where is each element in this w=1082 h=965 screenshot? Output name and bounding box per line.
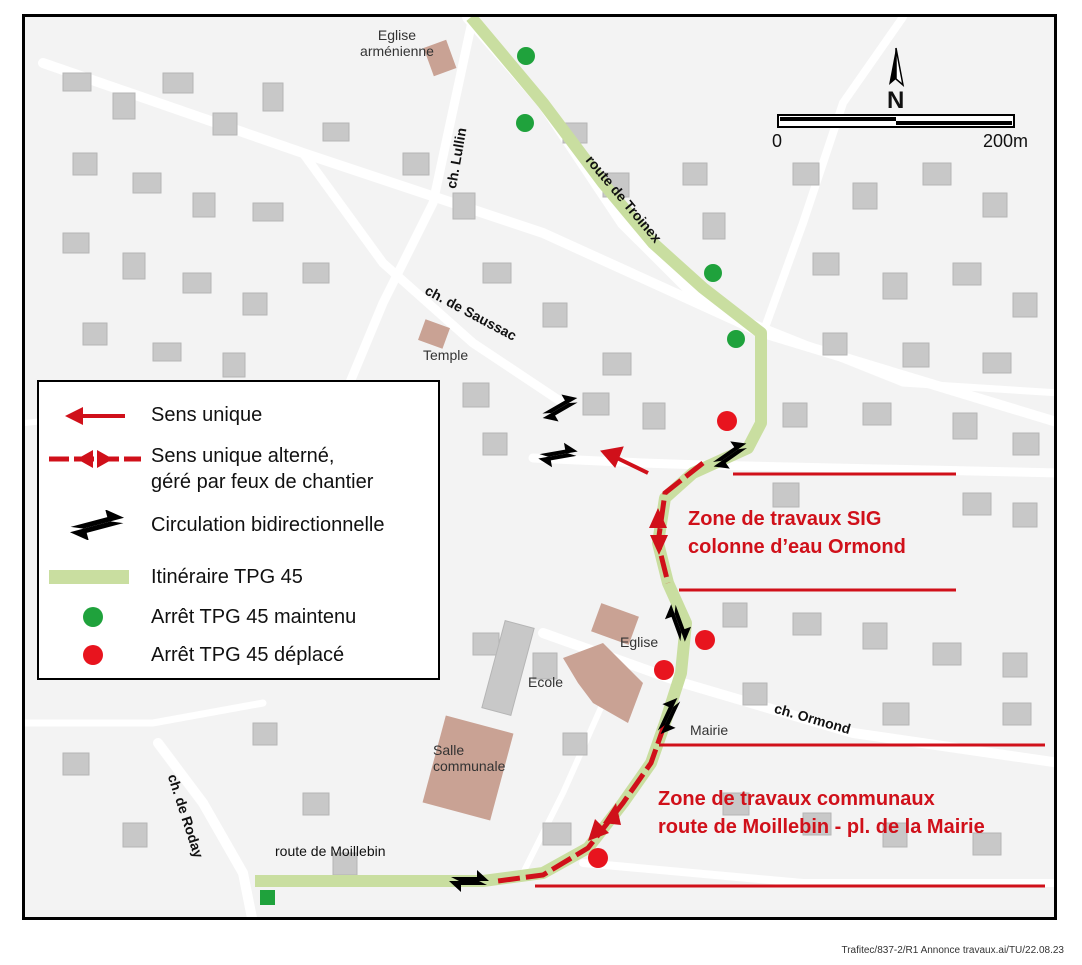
legend-row-arret-maintenu: Arrêt TPG 45 maintenu <box>39 602 438 632</box>
alternating-arrow-icon <box>49 450 141 468</box>
north-arrow-icon <box>889 47 905 87</box>
zone-communaux-title: Zone de travaux communaux <box>658 788 935 810</box>
scale-start-label: 0 <box>772 131 783 151</box>
one-way-arrow-icon <box>65 407 125 425</box>
bidirectional-arrows <box>449 394 748 892</box>
bidirectional-arrow-icon <box>69 510 125 540</box>
label-mairie: Mairie <box>690 722 729 738</box>
label-salle-communale: Salle communale <box>433 742 506 774</box>
legend-row-bidirectionnelle: Circulation bidirectionnelle <box>39 510 438 540</box>
legend-label-arret-deplace: Arrêt TPG 45 déplacé <box>151 644 345 666</box>
tpg-route-swatch-icon <box>49 570 129 584</box>
map-frame: Eglise arménienne Temple Eglise Ecole Ma… <box>22 14 1057 920</box>
public-buildings <box>418 39 643 821</box>
legend-label-alterne-1: Sens unique alterné, <box>151 445 335 467</box>
legend-row-alterne: Sens unique alterné, géré par feux de ch… <box>39 444 438 494</box>
scale-end-label: 200m <box>983 131 1029 151</box>
legend-row-sens-unique: Sens unique <box>39 400 438 430</box>
scale-bar <box>777 114 1015 128</box>
legend-label-itineraire: Itinéraire TPG 45 <box>151 566 303 588</box>
legend-label-bidirectionnelle: Circulation bidirectionnelle <box>151 514 385 536</box>
label-eglise-armenienne: Eglise arménienne <box>360 27 434 59</box>
label-ecole: Ecole <box>528 674 564 690</box>
buildings <box>62 72 1040 876</box>
north-label: N <box>887 87 905 114</box>
legend-label-alterne-2: géré par feux de chantier <box>151 471 374 493</box>
red-stop-icon <box>83 645 103 665</box>
label-route-de-moillebin: route de Moillebin <box>275 843 386 859</box>
zone-sig-title: Zone de travaux SIG <box>688 508 882 530</box>
green-stop-icon <box>83 607 103 627</box>
stops-relocated <box>588 411 737 868</box>
legend-label-arret-maintenu: Arrêt TPG 45 maintenu <box>151 606 357 628</box>
credit-line: Trafitec/837-2/R1 Annonce travaux.ai/TU/… <box>841 945 1064 956</box>
zone-sig-subtitle: colonne d’eau Ormond <box>688 536 906 558</box>
work-zone-lines <box>535 472 1045 888</box>
legend-label-sens-unique: Sens unique <box>151 404 263 426</box>
legend-row-itineraire: Itinéraire TPG 45 <box>39 562 438 592</box>
zone-communaux-subtitle: route de Moillebin - pl. de la Mairie <box>658 816 985 838</box>
one-way-arrow <box>600 446 649 475</box>
label-temple: Temple <box>423 347 469 363</box>
map-canvas <box>25 17 1054 917</box>
legend-row-arret-deplace: Arrêt TPG 45 déplacé <box>39 640 438 670</box>
route-arrows <box>588 508 668 841</box>
legend: Sens unique Sens unique alterné, géré pa… <box>37 380 440 680</box>
alternating-section-communal <box>497 722 668 884</box>
label-eglise: Eglise <box>620 634 659 650</box>
stops-maintained <box>260 47 745 905</box>
